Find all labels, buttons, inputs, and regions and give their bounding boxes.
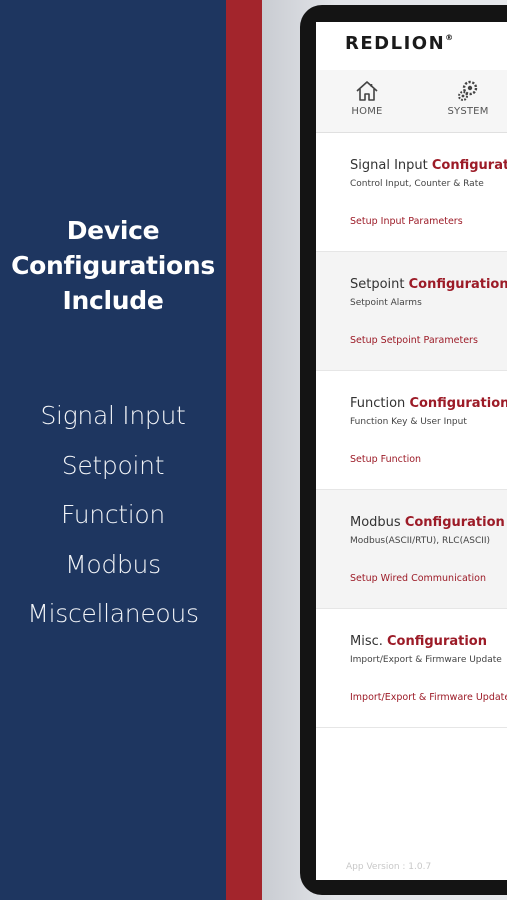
nav-system[interactable]: SYSTEM — [438, 78, 498, 117]
card-title-accent: Configuration — [408, 277, 507, 292]
promo-feature-item: Modbus — [65, 549, 161, 579]
setup-setpoint-parameters-link[interactable]: Setup Setpoint Parameters — [350, 335, 478, 346]
card-title-prefix: Function — [350, 396, 410, 411]
config-card-setpoint: Setpoint Configuration Setpoint Alarms S… — [316, 252, 507, 371]
promo-feature-item: Miscellaneous — [27, 599, 199, 628]
brand-wordmark: REDLION — [345, 33, 446, 54]
promo-feature-item: Signal Input — [40, 401, 186, 430]
card-title-prefix: Modbus — [350, 515, 405, 530]
card-subtitle: Control Input, Counter & Rate — [350, 179, 484, 189]
brand-logo: REDLION® — [345, 33, 455, 54]
card-subtitle: Import/Export & Firmware Update — [350, 655, 502, 665]
home-icon — [356, 81, 378, 101]
card-title: Signal Input Configuration — [350, 158, 507, 173]
card-title: Modbus Configuration — [350, 515, 505, 530]
app-version: App Version : 1.0.7 — [346, 862, 432, 872]
promo-feature-item: Setpoint — [61, 450, 165, 480]
promo-feature-item: Function — [61, 500, 165, 529]
app-screen: REDLION® HOME SYSTEM Signal Input Config… — [316, 22, 507, 880]
card-title-accent: Configuration — [409, 396, 507, 411]
card-title: Misc. Configuration — [350, 634, 487, 649]
nav-home[interactable]: HOME — [337, 78, 397, 117]
config-card-modbus: Modbus Configuration Modbus(ASCII/RTU), … — [316, 490, 507, 609]
gear-icon — [458, 80, 478, 101]
promo-heading-line: Include — [62, 286, 164, 315]
card-title-accent: Configuration — [404, 515, 505, 530]
nav-home-label: HOME — [351, 106, 383, 117]
config-card-signal-input: Signal Input Configuration Control Input… — [316, 133, 507, 252]
card-subtitle: Function Key & User Input — [350, 417, 467, 427]
red-stripe — [226, 0, 262, 900]
card-subtitle: Setpoint Alarms — [350, 298, 422, 308]
card-title-prefix: Misc. — [350, 634, 388, 649]
promo-panel: Device Configurations Include Signal Inp… — [0, 0, 226, 900]
promo-heading-line: Device — [66, 216, 160, 245]
config-card-misc: Misc. Configuration Import/Export & Firm… — [316, 609, 507, 728]
card-title-prefix: Setpoint — [350, 277, 409, 292]
card-title: Setpoint Configuration — [350, 277, 507, 292]
card-subtitle: Modbus(ASCII/RTU), RLC(ASCII) — [350, 536, 491, 546]
card-title-accent: Configuration — [431, 158, 507, 173]
import-export-firmware-link[interactable]: Import/Export & Firmware Update — [350, 692, 507, 703]
card-title-accent: Configuration — [387, 634, 487, 649]
setup-wired-communication-link[interactable]: Setup Wired Communication — [350, 573, 486, 584]
card-title: Function Configuration — [350, 396, 507, 411]
card-title-prefix: Signal Input — [350, 158, 432, 173]
nav-bar: HOME SYSTEM — [316, 70, 507, 133]
setup-function-link[interactable]: Setup Function — [350, 454, 422, 465]
nav-system-label: SYSTEM — [447, 106, 489, 117]
brand-registered-mark: ® — [445, 33, 455, 42]
promo-heading-line: Configurations — [11, 251, 215, 280]
promo-heading: Device Configurations Include — [0, 213, 226, 318]
app-header: REDLION® — [316, 22, 507, 70]
promo-feature-list: Signal Input Setpoint Function Modbus Mi… — [0, 393, 226, 641]
setup-input-parameters-link[interactable]: Setup Input Parameters — [350, 216, 463, 227]
config-card-function: Function Configuration Function Key & Us… — [316, 371, 507, 490]
